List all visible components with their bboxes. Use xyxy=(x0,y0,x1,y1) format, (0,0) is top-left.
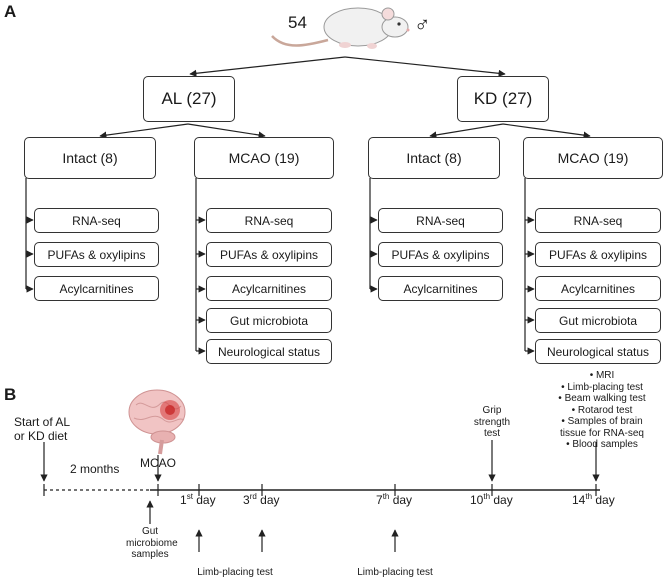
analysis-item: PUFAs & oxylipins xyxy=(206,242,332,267)
day-7-label: 7th day xyxy=(376,492,413,507)
gut-sample-label: Gut microbiome samples xyxy=(126,526,178,560)
limb-test-day1-label: Limb-placing test xyxy=(197,567,273,578)
diet-start-label: Start of AL or KD diet xyxy=(14,415,71,443)
al-mcao-box: MCAO (19) xyxy=(194,137,334,179)
analysis-item: PUFAs & oxylipins xyxy=(378,242,503,267)
analysis-item: Gut microbiota xyxy=(206,308,332,333)
analysis-item: Gut microbiota xyxy=(535,308,661,333)
analysis-item: Acylcarnitines xyxy=(378,276,503,301)
analysis-item: PUFAs & oxylipins xyxy=(34,242,159,267)
list-item: • Blood samples xyxy=(566,439,638,450)
panel-a-label: A xyxy=(4,2,17,21)
panel-b-label: B xyxy=(4,385,17,404)
list-item: • Samples of brain xyxy=(561,416,643,427)
analysis-item: Neurological status xyxy=(535,339,661,364)
day-10-label: 10th day xyxy=(470,492,513,507)
total-count: 54 xyxy=(288,13,307,32)
analysis-item: Acylcarnitines xyxy=(34,276,159,301)
mouse-icon xyxy=(271,7,410,49)
analysis-item: RNA-seq xyxy=(535,208,661,233)
brain-icon xyxy=(128,389,186,455)
mcao-event-label: MCAO xyxy=(140,456,176,470)
male-symbol: ♂ xyxy=(414,12,431,37)
analysis-item: Acylcarnitines xyxy=(535,276,661,301)
group-al-box: AL (27) xyxy=(143,76,235,122)
group-kd-box: KD (27) xyxy=(457,76,549,122)
list-item: • Beam walking test xyxy=(558,393,646,404)
day14-test-list: • MRI • Limb-placing test • Beam walking… xyxy=(546,370,658,451)
analysis-item: Acylcarnitines xyxy=(206,276,332,301)
day-14-label: 14th day xyxy=(572,492,615,507)
duration-label: 2 months xyxy=(70,462,120,476)
list-item: • Rotarod test xyxy=(571,404,633,416)
kd-mcao-box: MCAO (19) xyxy=(523,137,663,179)
limb-test-day7-label: Limb-placing test xyxy=(357,567,433,578)
grip-test-label: Grip strength test xyxy=(473,405,511,439)
analysis-item: PUFAs & oxylipins xyxy=(535,242,661,267)
list-item: • Limb-placing test xyxy=(561,381,643,393)
analysis-item: Neurological status xyxy=(206,339,332,364)
day-1-label: 1st day xyxy=(180,492,216,507)
list-item: tissue for RNA-seq xyxy=(560,427,644,439)
al-intact-box: Intact (8) xyxy=(24,137,156,179)
analysis-item: RNA-seq xyxy=(378,208,503,233)
analysis-item: RNA-seq xyxy=(206,208,332,233)
list-item: • MRI xyxy=(589,370,615,381)
day-3-label: 3rd day xyxy=(243,492,280,507)
analysis-item: RNA-seq xyxy=(34,208,159,233)
kd-intact-box: Intact (8) xyxy=(368,137,500,179)
